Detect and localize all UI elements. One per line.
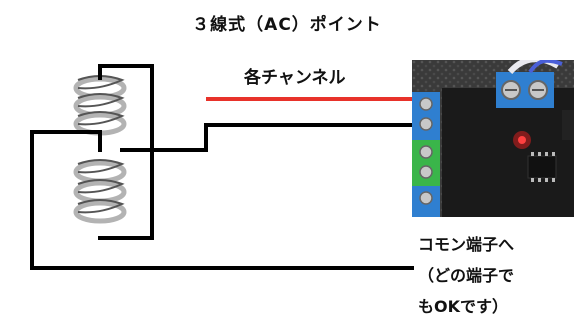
diagram-title: ３線式（AC）ポイント [192, 15, 382, 35]
controller-board-photo [412, 60, 574, 217]
common-note-line3: もOKです） [418, 297, 509, 316]
common-note-line2: （どの端子で [418, 266, 515, 285]
channel-label: 各チャンネル [244, 68, 346, 88]
common-terminal-note: コモン端子へ （どの端子で もOKです） [418, 229, 514, 322]
wire-channel-return [120, 123, 414, 152]
wire-top-loop [98, 64, 154, 240]
wire-center-tap [30, 130, 414, 270]
common-note-line1: コモン端子へ [418, 235, 515, 254]
